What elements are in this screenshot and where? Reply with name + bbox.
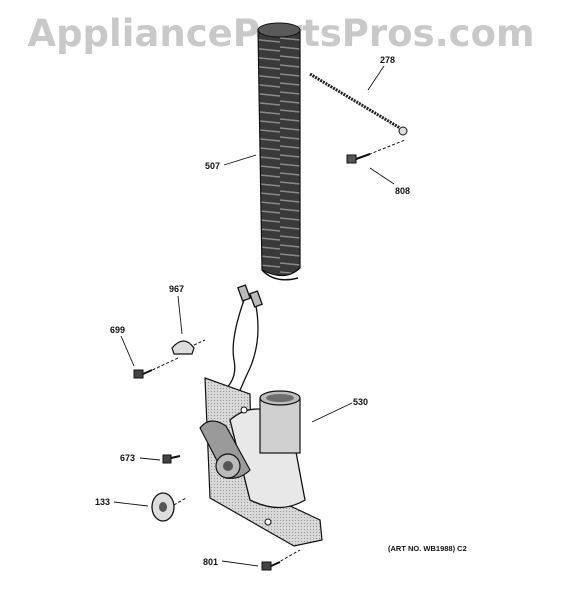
flex-duct-part — [257, 22, 301, 281]
art-number-label: (ART NO. WB1988) C2 — [388, 544, 467, 553]
screw-699-part — [133, 357, 179, 379]
callout-133: 133 — [95, 497, 110, 507]
callout-699: 699 — [110, 325, 125, 335]
callout-801: 801 — [203, 557, 218, 567]
leader-lines — [113, 65, 395, 567]
callout-808: 808 — [395, 186, 410, 196]
grommet-133-part — [151, 492, 187, 522]
callout-278: 278 — [380, 55, 395, 65]
screw-673-part — [162, 454, 181, 464]
blower-assembly-part — [199, 377, 323, 547]
callout-530: 530 — [353, 397, 368, 407]
cable-tie-part — [309, 72, 408, 136]
callout-673: 673 — [120, 453, 135, 463]
clamp-967-part — [171, 339, 206, 355]
callout-507: 507 — [205, 161, 220, 171]
screw-808-part — [346, 139, 406, 164]
callout-967: 967 — [169, 284, 184, 294]
screw-801-part — [261, 549, 301, 571]
